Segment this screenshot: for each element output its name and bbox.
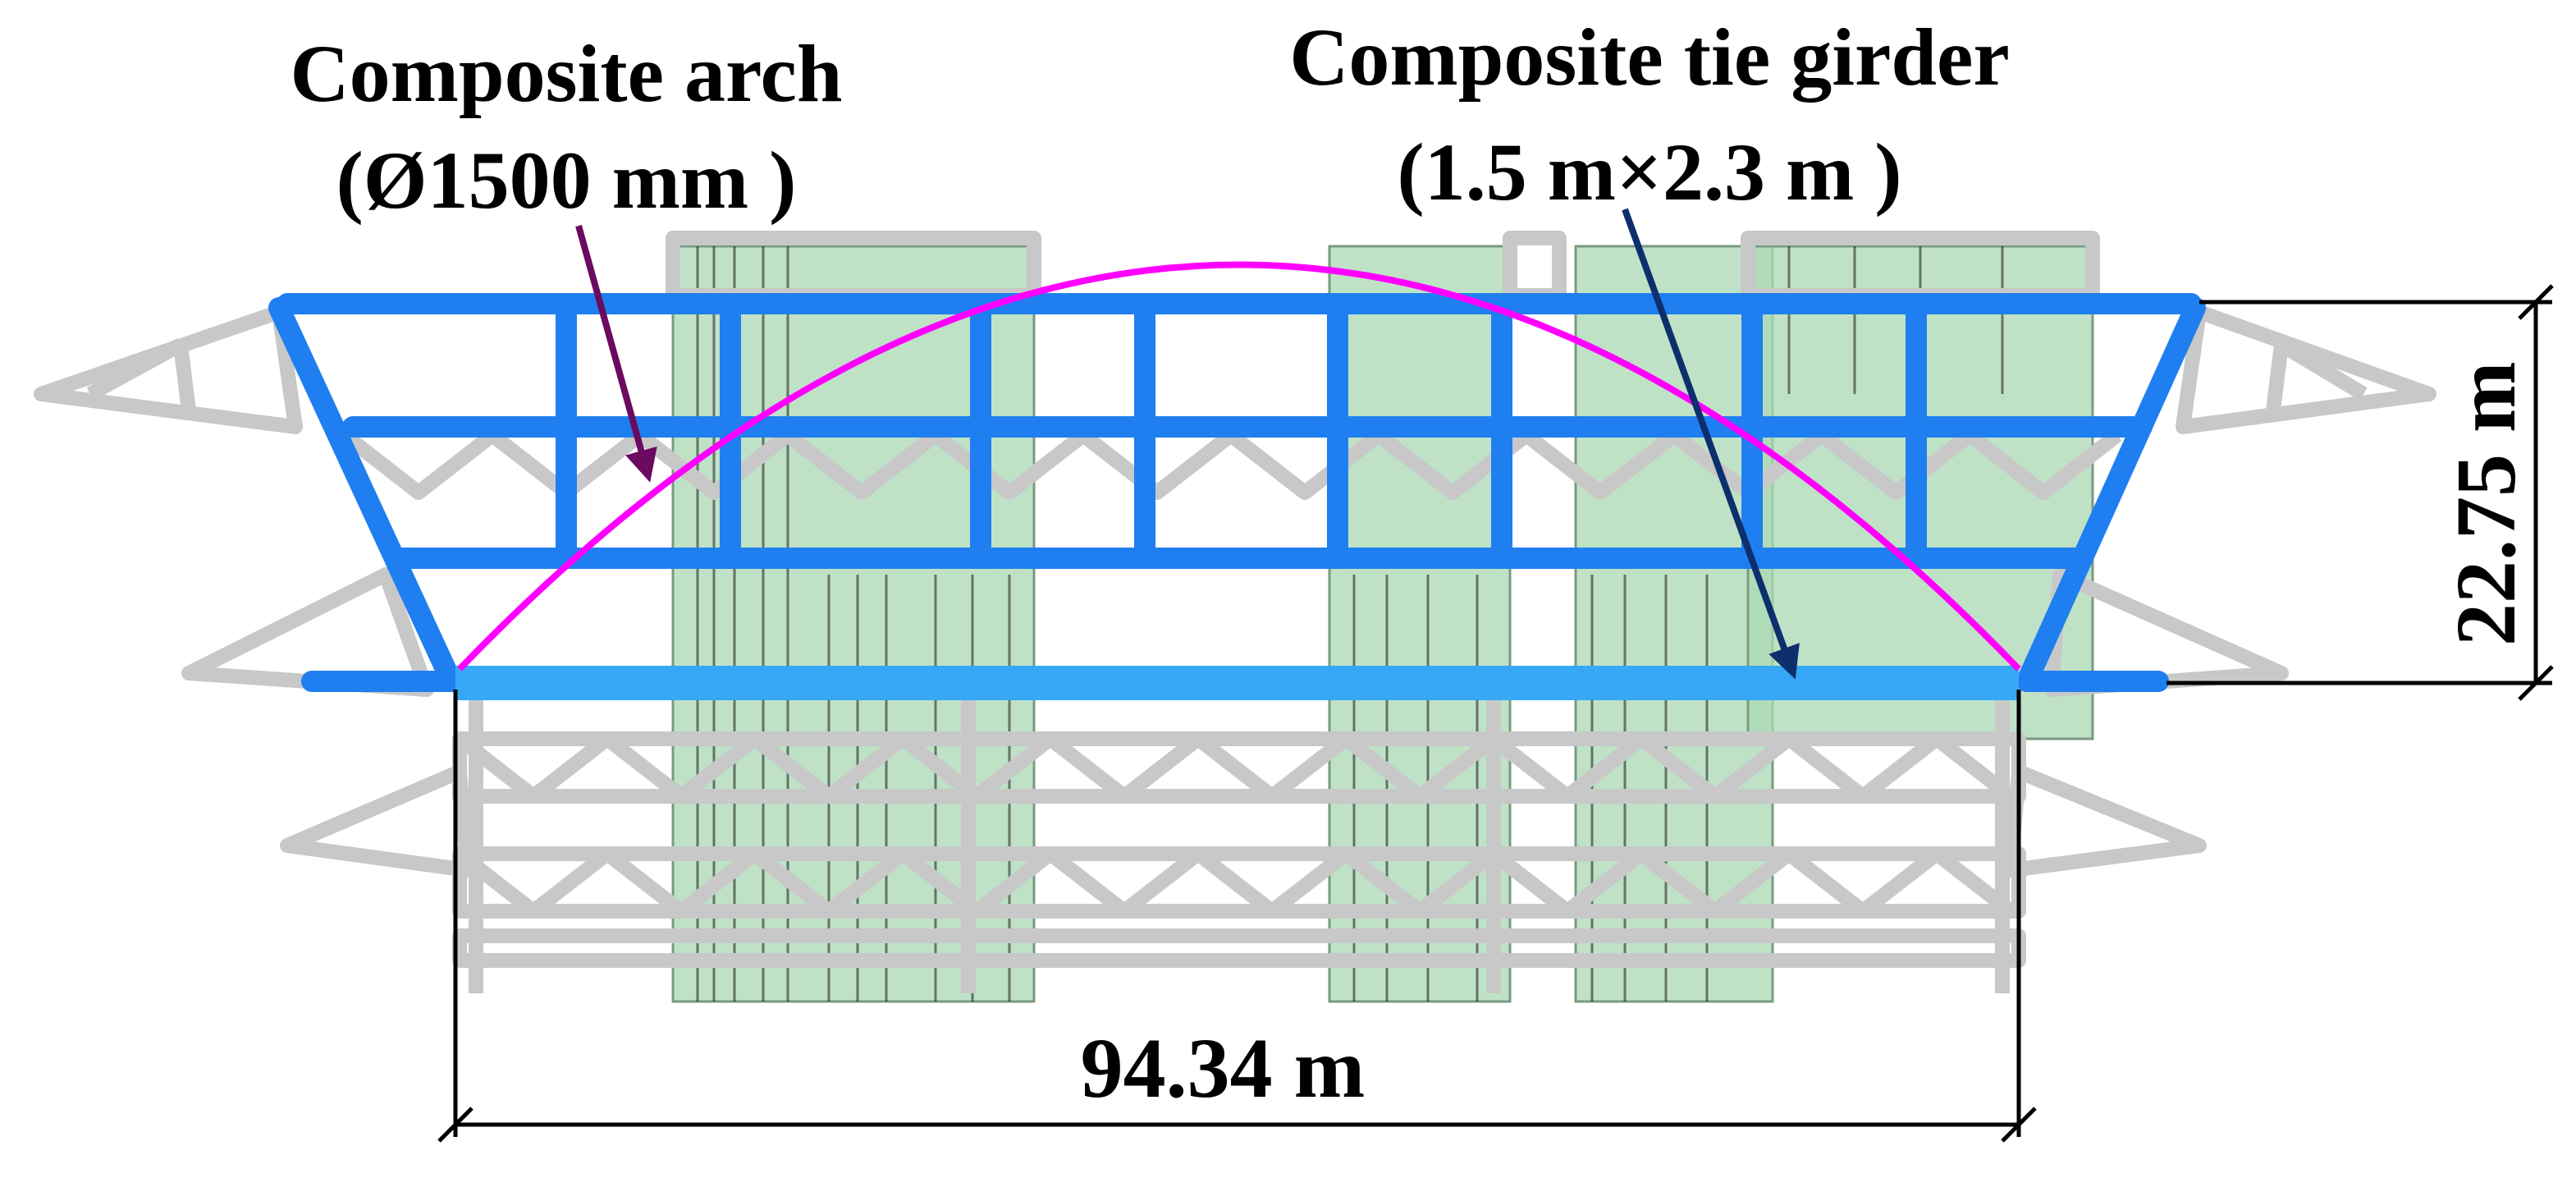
composite-arch (457, 261, 2021, 672)
core-column (1328, 245, 1512, 1003)
height-dimension (2166, 284, 2554, 701)
girder-leader-arrow (1622, 208, 1800, 680)
span-dimension (437, 690, 2037, 1143)
girder-spec: (1.5 m×2.3 m ) (1397, 126, 1902, 218)
girder-title: Composite tie girder (1289, 11, 2010, 103)
height-dimension-label: 22.75 m (2439, 361, 2533, 646)
composite-frame (268, 293, 2206, 692)
truss-wing-left-upper (34, 305, 303, 434)
truss-wing-right-low (2003, 764, 2207, 878)
top-structure (1503, 231, 1567, 303)
arch-spec: (Ø1500 mm ) (336, 135, 797, 226)
arch-title: Composite arch (290, 28, 843, 119)
truss-wing-right-upper (2176, 305, 2436, 434)
truss-wing-left-low (280, 764, 475, 878)
right-inclined-leg (2016, 297, 2206, 692)
arch-leader-arrow (575, 224, 657, 483)
left-inclined-leg (268, 297, 462, 692)
span-dimension-label: 94.34 m (1080, 1021, 1366, 1116)
